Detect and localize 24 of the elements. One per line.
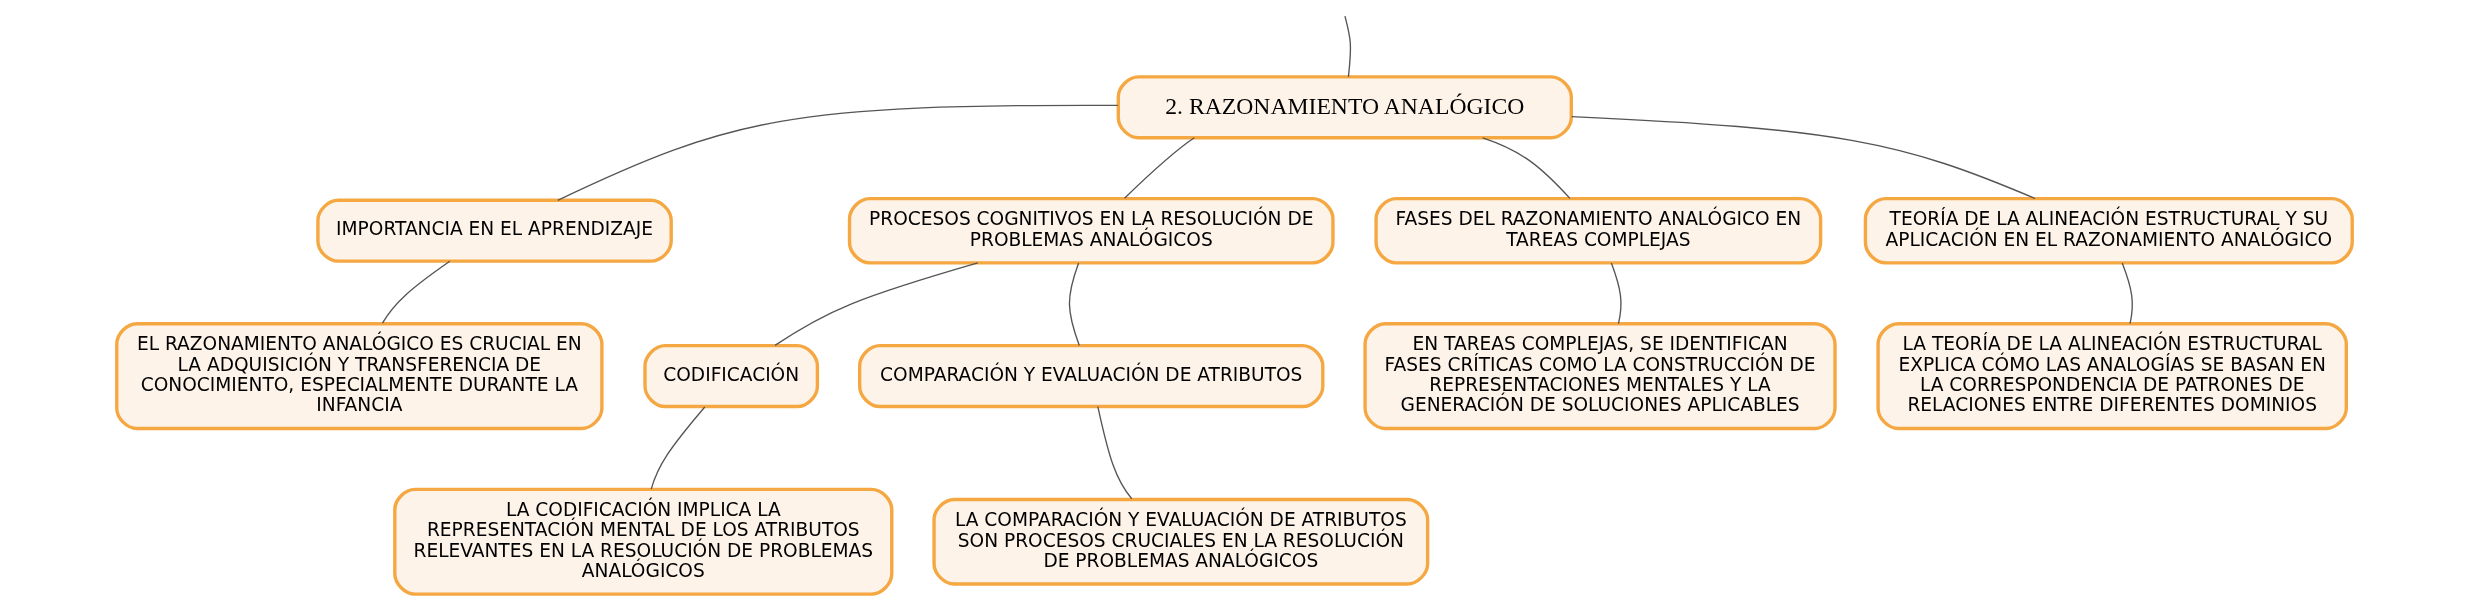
connector [774,262,979,347]
connector [650,406,706,490]
node-box: LA TEORÍA DE LA ALINEACIÓN ESTRUCTURAL EXPLICA CÓMO LAS ANALOGÍAS SE BASAN EN LA CORRESPONDENCIA DE PATRONES DE RELACIONES ENTRE DIFERENTES DOMINIOS [1876,322,2348,431]
connector [1344,15,1352,78]
node-box: EL RAZONAMIENTO ANALÓGICO ES CRUCIAL EN LA ADQUISICIÓN Y TRANSFERENCIA DE CONOCIMIENTO, ESPECIALMENTE DURANTE LA INFANCIA [115,322,604,431]
node-box: 2. RAZONAMIENTO ANALÓGICO [1116,75,1573,140]
connector [1097,405,1133,500]
connector [1610,262,1622,325]
node-box: LA COMPARACIÓN Y EVALUACIÓN DE ATRIBUTOS SON PROCESOS CRUCIALES EN LA RESOLUCIÓN DE PROBLEMAS ANALÓGICOS [932,497,1430,586]
connector [557,104,1119,201]
node-box: TEORÍA DE LA ALINEACIÓN ESTRUCTURAL Y SU APLICACIÓN EN EL RAZONAMIENTO ANALÓGICO [1863,196,2354,265]
node-box: PROCESOS COGNITIVOS EN LA RESOLUCIÓN DE PROBLEMAS ANALÓGICOS [847,196,1335,265]
connector [1123,137,1195,199]
node-box: CODIFICACIÓN [643,344,820,409]
node-box: COMPARACIÓN Y EVALUACIÓN DE ATRIBUTOS [857,344,1325,409]
node-box: LA CODIFICACIÓN IMPLICA LA REPRESENTACIÓN MENTAL DE LOS ATRIBUTOS RELEVANTES EN LA RESOLUCIÓN DE PROBLEMAS ANALÓGICOS [393,487,894,596]
connector [381,260,451,324]
connector [1571,115,2036,200]
node-box: EN TAREAS COMPLEJAS, SE IDENTIFICAN FASES CRÍTICAS COMO LA CONSTRUCCIÓN DE REPRESENTACIONES MENTALES Y LA GENERACIÓN DE SOLUCIONES APLICABLES [1363,322,1837,431]
connector [1068,262,1080,347]
connector [1482,137,1571,200]
node-box: IMPORTANCIA EN EL APRENDIZAJE [316,198,673,263]
connector [2121,262,2134,325]
node-box: FASES DEL RAZONAMIENTO ANALÓGICO EN TAREAS COMPLEJAS [1374,196,1823,265]
